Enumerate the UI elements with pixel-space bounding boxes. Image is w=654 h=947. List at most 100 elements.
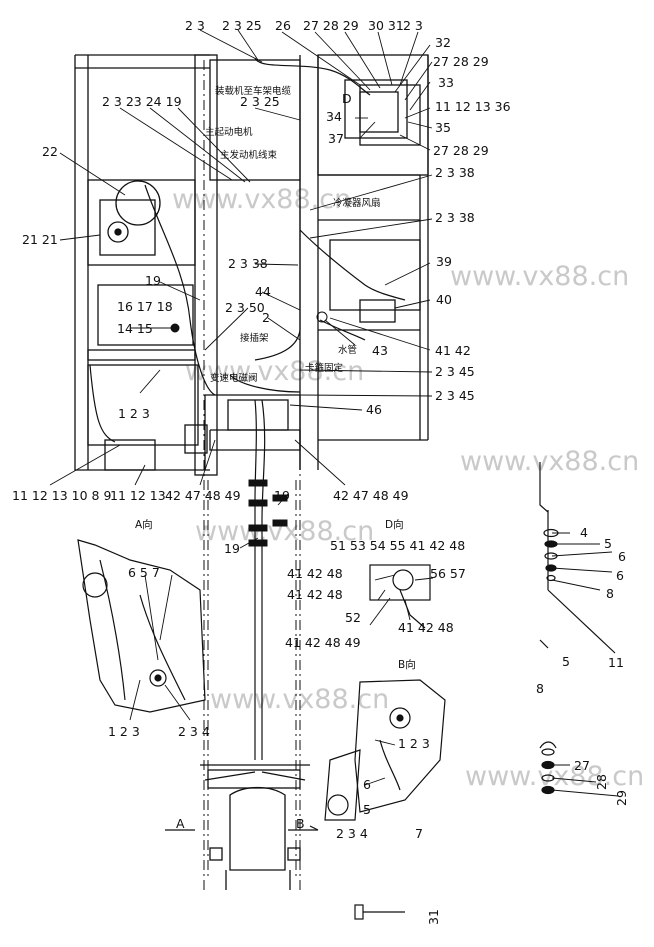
cable-annotation: 装载机至车架电缆: [215, 85, 292, 97]
connector-annotation: 接插架: [240, 332, 269, 344]
part-number-label: 19: [274, 488, 290, 503]
part-number-label: 2 3 45: [435, 364, 475, 379]
part-number-label: 43: [372, 343, 388, 358]
part-number-label: 2 3: [185, 18, 205, 33]
part-number-label: 27 28 29: [303, 18, 359, 33]
part-number-label: 11 12 13 10 8 9: [12, 488, 111, 503]
part-number-label: 2 3 4: [178, 724, 210, 739]
watermark-text: www.vx88.cn: [450, 261, 629, 292]
part-number-label: 2 3 4: [336, 826, 368, 841]
part-number-label: 42 47 48 49: [333, 488, 409, 503]
part-number-label: 21 21: [22, 232, 58, 247]
part-number-label: 1 2 3: [398, 736, 430, 751]
part-number-label: 2 3 23 24 19: [102, 94, 182, 109]
part-number-label: 56 57: [430, 566, 466, 581]
watermark-text: www.vx88.cn: [172, 184, 351, 215]
part-number-label: 31: [426, 909, 441, 925]
part-number-label: 5: [604, 536, 612, 551]
part-number-label: 41 42 48: [398, 620, 454, 635]
part-number-label: 41 42 48 49: [285, 635, 361, 650]
part-number-label: 30 31: [368, 18, 404, 33]
watermark-text: www.vx88.cn: [465, 761, 644, 792]
view-a-title: A向: [135, 518, 153, 531]
part-number-label: 41 42: [435, 343, 471, 358]
part-number-label: 5: [562, 654, 570, 669]
part-number-label: 8: [606, 586, 614, 601]
part-number-label: 34: [326, 109, 342, 124]
part-number-label: 2 3: [403, 18, 423, 33]
part-number-label: 8: [536, 681, 544, 696]
part-number-label: 33: [438, 75, 454, 90]
view-markers: [165, 825, 319, 831]
part-number-label: 27 28 29: [433, 54, 489, 69]
center-lines: [203, 60, 301, 890]
view-b-title: B向: [398, 658, 416, 671]
part-number-label: 1 2 3: [108, 724, 140, 739]
leader-lines: [49, 29, 619, 797]
part-number-label: 16 17 18: [117, 299, 173, 314]
part-number-label: 52: [345, 610, 361, 625]
view-d-title: D向: [385, 518, 404, 531]
part-number-label: 2 3 45: [435, 388, 475, 403]
part-number-label: 19: [145, 273, 161, 288]
part-number-label: 2 3 25: [240, 94, 280, 109]
part-number-label: 32: [435, 35, 451, 50]
part-number-label: 14 15: [117, 321, 153, 336]
main-frame: [74, 54, 429, 476]
part-number-label: 28: [594, 774, 609, 790]
part-number-label: 42 47 48 49: [165, 488, 241, 503]
part-number-label: 41 42 48: [287, 587, 343, 602]
harness-wires: [89, 57, 406, 760]
view-b-detail: [324, 679, 446, 821]
part-number-label: 11 12 13 36: [435, 99, 511, 114]
hardware-detail: [354, 462, 616, 920]
chinese-annotations: 装载机至车架电缆 主起动电机 主发动机线束 冷凝器风扇 接插架 水管 变速电磁阀…: [205, 85, 381, 384]
part-number-label: 46: [366, 402, 382, 417]
part-number-label: 2 3 50: [225, 300, 265, 315]
part-number-label: 27: [574, 758, 590, 773]
watermark-text: www.vx88.cn: [460, 446, 639, 477]
view-d-detail: [369, 564, 431, 629]
part-number-label: 51 53 54 55 41 42 48: [330, 538, 465, 553]
view-marker-b: B: [296, 816, 305, 831]
part-number-label: 19: [224, 541, 240, 556]
part-number-label: 11 12 13: [110, 488, 166, 503]
part-number-label: 6 5 7: [128, 565, 160, 580]
part-number-label: 1 2 3: [118, 406, 150, 421]
part-number-label: 27 28 29: [433, 143, 489, 158]
part-number-label: 2 3 25: [222, 18, 262, 33]
part-number-label: 6: [363, 777, 371, 792]
part-number-label: 6: [616, 568, 624, 583]
view-a-detail: [77, 539, 206, 713]
detail-letter-label: D: [342, 91, 352, 106]
start-motor-annotation: 主起动电机: [205, 126, 253, 138]
part-number-label: 35: [435, 120, 451, 135]
part-number-label: 4: [580, 525, 588, 540]
part-number-label: 11: [608, 655, 624, 670]
part-number-label: 22: [42, 144, 58, 159]
harness-connectors: [170, 311, 328, 547]
part-labels: 2 3 2 3 25 26 27 28 29 30 31 2 3 32 27 2…: [12, 18, 629, 925]
watermark-text: www.vx88.cn: [185, 356, 364, 387]
part-number-label: 2 3 38: [435, 210, 475, 225]
water-pipe-annotation: 水管: [338, 344, 357, 356]
start-harness-annotation: 主发动机线束: [220, 149, 278, 161]
part-number-label: 7: [415, 826, 423, 841]
part-number-label: 41 42 48: [287, 566, 343, 581]
part-number-label: 39: [436, 254, 452, 269]
valve-annotation: 变速电磁阀: [210, 372, 258, 384]
part-number-label: 2 3 38: [435, 165, 475, 180]
part-number-label: 40: [436, 292, 452, 307]
part-number-label: 2: [262, 310, 270, 325]
part-number-label: 2 3 38: [228, 256, 268, 271]
part-number-label: 6: [618, 549, 626, 564]
cooler-annotation: 冷凝器风扇: [333, 197, 381, 209]
rear-frame: [200, 764, 310, 890]
part-number-label: 5: [363, 802, 371, 817]
part-number-label: 37: [328, 131, 344, 146]
part-number-label: 29: [614, 790, 629, 806]
part-number-label: 26: [275, 18, 291, 33]
view-marker-a: A: [176, 816, 185, 831]
part-number-label: 44: [255, 284, 271, 299]
